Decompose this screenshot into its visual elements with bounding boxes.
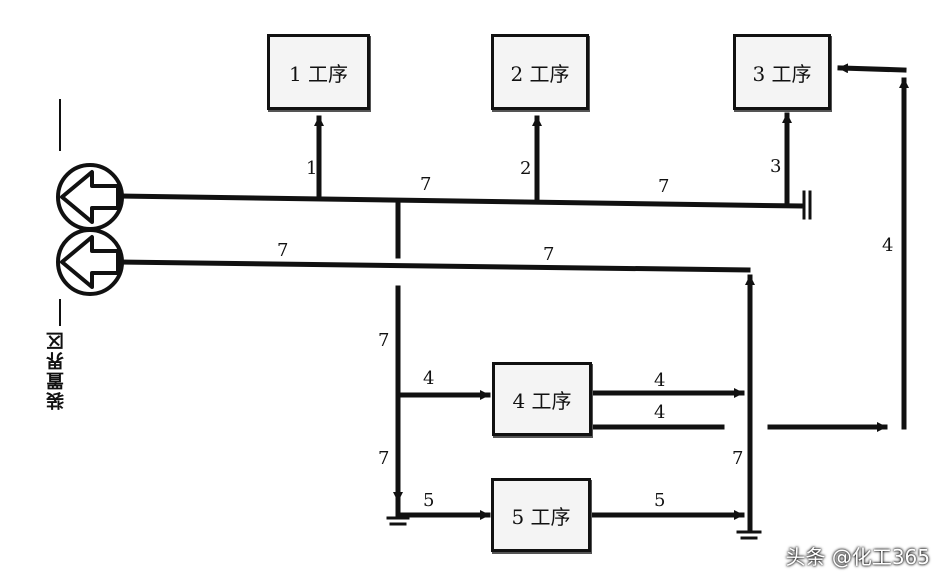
process-box-2: 2 工序 bbox=[491, 34, 589, 110]
line-label-4-right: 4 bbox=[882, 235, 894, 256]
line-label-4-in: 4 bbox=[423, 368, 435, 389]
line-label-1: 1 bbox=[306, 158, 318, 179]
main-header-top bbox=[117, 193, 803, 209]
line-label-4-out-a: 4 bbox=[654, 370, 666, 391]
line-label-7-mid-b: 7 bbox=[543, 244, 555, 265]
process-box-4: 4 工序 bbox=[492, 362, 592, 436]
watermark-text: 头条 @化工365 bbox=[785, 545, 930, 569]
process-box-3: 3 工序 bbox=[733, 34, 831, 110]
main-header-second bbox=[117, 259, 751, 273]
boundary-arrow-bottom bbox=[56, 228, 124, 296]
line-label-5-in: 5 bbox=[423, 490, 435, 511]
line-label-7-left-a: 7 bbox=[378, 330, 390, 351]
line-label-7-top-b: 7 bbox=[658, 176, 670, 197]
process-box-1: 1 工序 bbox=[267, 34, 370, 110]
line-label-7-left-b: 7 bbox=[378, 448, 390, 469]
boundary-arrow-top bbox=[56, 163, 124, 231]
line-label-3: 3 bbox=[770, 156, 782, 177]
line-label-4-out-b: 4 bbox=[654, 402, 666, 423]
process-box-5: 5 工序 bbox=[491, 478, 591, 552]
line-label-7-right: 7 bbox=[732, 448, 744, 469]
line-label-5-out: 5 bbox=[654, 490, 666, 511]
line-label-7-mid-a: 7 bbox=[277, 240, 289, 261]
line-label-2: 2 bbox=[520, 158, 532, 179]
line-label-7-top-a: 7 bbox=[420, 174, 432, 195]
line-4-top bbox=[837, 63, 907, 74]
boundary-label: 装置界区 bbox=[46, 330, 67, 410]
